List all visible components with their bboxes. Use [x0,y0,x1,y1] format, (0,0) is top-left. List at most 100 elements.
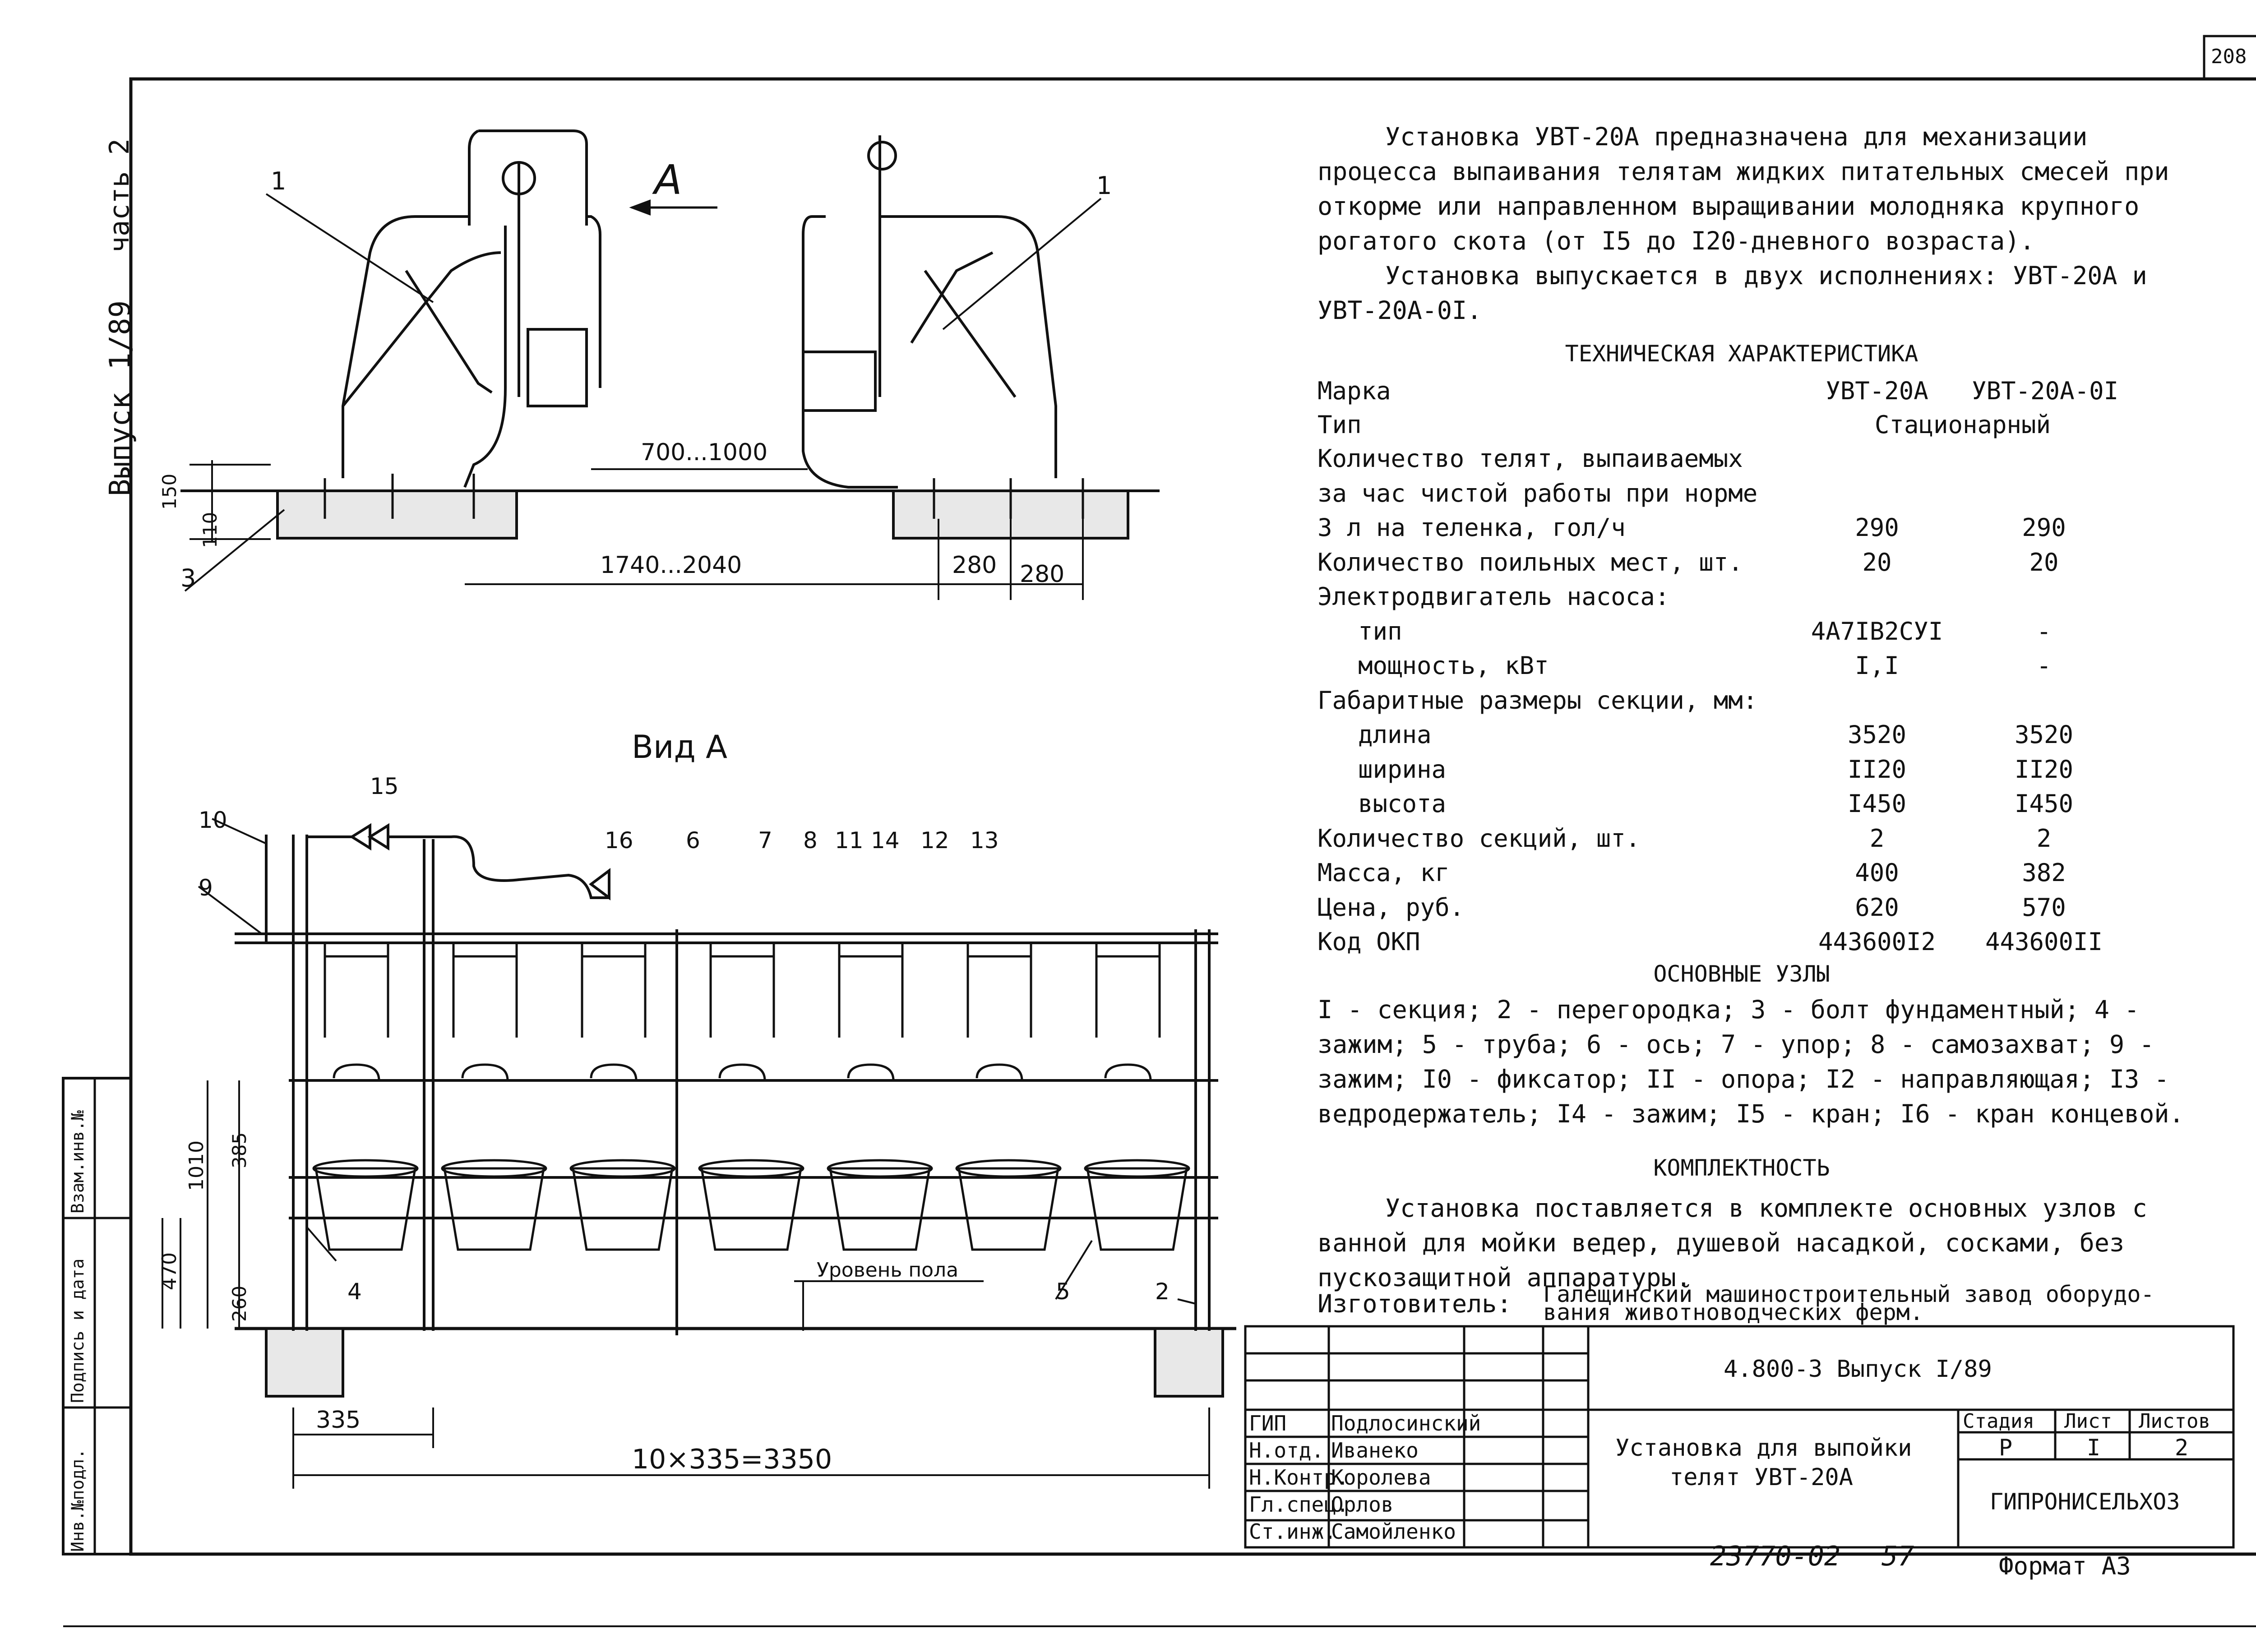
spec-row-label: за час чистой работы при норме [1318,479,1758,508]
spec-row-value-1: I450 [1847,789,1907,818]
signer-role: Гл.спец. [1249,1492,1349,1517]
stamp-inv-original: Инв.№подл. [68,1449,88,1552]
maker-line-1: Галещинский машиностроительный завод обо… [1543,1281,2154,1307]
spec-row-label: Количество телят, выпаиваемых [1318,444,1743,473]
side-label-issue: 1/89 [104,300,137,370]
spec-row-label: мощность, кВт [1358,651,1549,680]
dim-385: 385 [228,1132,250,1168]
bucket-rim [1084,1159,1190,1178]
spec-row-value-1: 620 [1855,893,1899,922]
spec-row-value-2: 382 [2022,858,2066,887]
signer-name: Королева [1331,1465,1431,1490]
bucket-rim [955,1159,1062,1178]
spec-row-label: 3 л на теленка, гол/ч [1318,513,1626,542]
format-label: Формат А3 [1999,1552,2131,1580]
callout-9: 9 [199,875,213,901]
spec-type-value: Стационарный [1874,411,2051,439]
archive-number: 23770-02 [1710,1541,1840,1572]
spec-row-label: Код ОКП [1318,928,1420,956]
bucket-rim [569,1159,676,1178]
callout-6: 6 [686,827,700,854]
doc-code: 4.800-3 Выпуск I/89 [1724,1356,1992,1383]
spec-row-label: Электродвигатель насоса: [1318,582,1670,611]
hanger [966,943,1032,1081]
spec-header-label: Марка [1318,377,1391,405]
signer-role: Ст.инж. [1249,1519,1336,1544]
spec-row-value-1: I,I [1855,651,1899,680]
callout-13: 13 [970,827,999,854]
sheet-number-box [2203,35,2256,80]
dim-pitch-2: 280 [1020,561,1064,588]
callout-7: 7 [758,827,772,854]
completeness-title: КОМПЛЕКТНОСТЬ [1653,1155,1830,1181]
title-block-grid [1244,1325,2235,1549]
spec-row-label: Цена, руб. [1318,893,1465,922]
spec-type-label: Тип [1318,411,1362,439]
callout-11: 11 [835,827,864,854]
spec-row-value-2: 570 [2022,893,2066,922]
side-stamp [62,1077,132,1555]
spec-row-label: тип [1358,617,1402,646]
sheets-label: Листов [2139,1410,2210,1433]
signer-name: Подлосинский [1331,1411,1481,1435]
signer-name: Самойленко [1331,1519,1456,1544]
spec-row-label: Количество секций, шт. [1318,824,1641,853]
completeness: Установка поставляется в комплекте основ… [1318,1191,2224,1295]
stamp-signature-date: Подпись и дата [68,1258,88,1403]
bucket [572,1167,674,1251]
spec-title: ТЕХНИЧЕСКАЯ ХАРАКТЕРИСТИКА [1565,341,1919,367]
stage-value: Р [1999,1435,2013,1461]
dim-260: 260 [228,1286,250,1322]
spec-row-value-2: 290 [2022,513,2066,542]
description: Установка УВТ-20А предназначена для меха… [1318,120,2220,328]
bucket [443,1167,545,1251]
hanger [324,943,389,1081]
spec-row-value-2: - [2036,617,2052,646]
title-line-1: Установка для выпойки [1615,1435,1912,1462]
maker-label: Изготовитель: [1318,1289,1512,1318]
spec-row-value-1: 2 [1869,824,1885,853]
description-para-1: Установка УВТ-20А предназначена для меха… [1318,122,2169,255]
dim-gap: 700...1000 [641,439,767,466]
sheets-value: 2 [2175,1435,2189,1461]
spec-row-value-1: 290 [1855,513,1899,542]
callout-5: 5 [1056,1278,1070,1305]
nodes-title: ОСНОВНЫЕ УЗЛЫ [1653,961,1830,987]
bucket [700,1167,802,1251]
dim-470: 470 [158,1252,181,1290]
description-para-2: Установка выпускается в двух исполнениях… [1318,261,2147,325]
spec-row-value-2: 2 [2036,824,2052,853]
sheet-value: I [2087,1435,2101,1461]
stamp-replaced-inv: Взам.инв.№ [68,1110,88,1214]
floor-level-label: Уровень пола [817,1259,958,1282]
spec-row-label: длина [1358,720,1432,749]
bucket-rim [698,1159,804,1178]
callout-12: 12 [920,827,949,854]
nodes-text: I - секция; 2 - перегородка; 3 - болт фу… [1318,995,2184,1128]
signer-role: ГИП [1249,1411,1287,1435]
spec-row-value-2: 20 [2029,548,2059,577]
bucket-rim [827,1159,933,1178]
dim-150: 150 [158,474,180,510]
callout-1a: 1 [271,167,286,195]
side-label-series: Выпуск [104,392,137,496]
hanger [452,943,518,1081]
hanger [581,943,647,1081]
callout-8: 8 [803,827,818,854]
spec-row-label: ширина [1358,755,1447,784]
callout-4: 4 [347,1278,362,1305]
dim-base: 1740...2040 [600,552,742,579]
spec-row-value-1: 3520 [1847,720,1907,749]
dim-110: 110 [199,512,221,548]
signer-name: Иванеко [1331,1438,1419,1463]
signer-name: Орлов [1331,1492,1394,1517]
bucket [314,1167,416,1251]
hanger [709,943,775,1081]
title-line-2: телят УВТ-20А [1669,1464,1853,1491]
completeness-text: Установка поставляется в комплекте основ… [1318,1194,2147,1292]
spec-row-value-2: II20 [2014,755,2074,784]
callout-3: 3 [180,564,196,592]
spec-row-label: высота [1358,789,1447,818]
spec-row-value-2: I450 [2014,789,2074,818]
